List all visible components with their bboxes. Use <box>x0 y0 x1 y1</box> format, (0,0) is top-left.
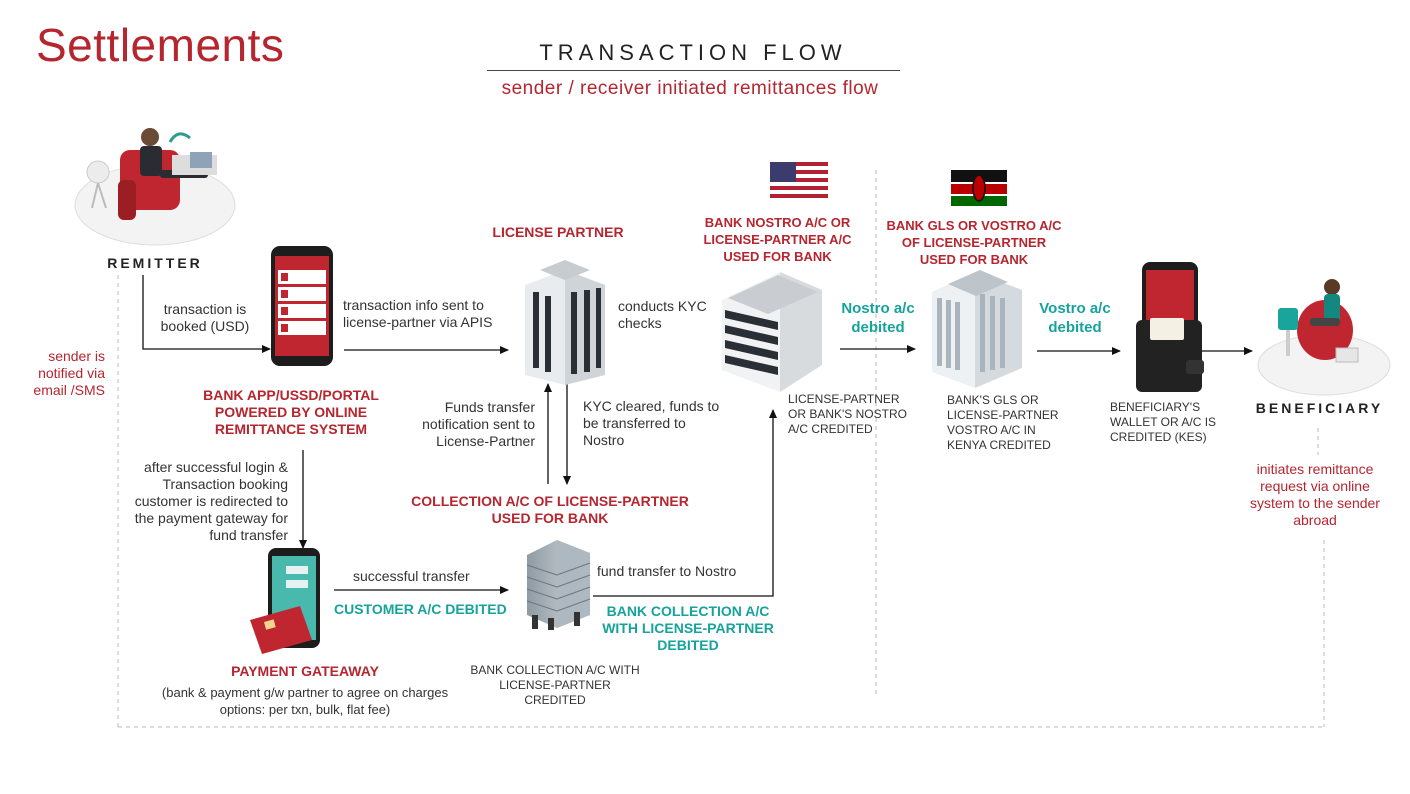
transaction-booked-label: transaction is booked (USD) <box>160 301 250 334</box>
arrow-remitter-to-app <box>142 275 271 353</box>
fund-transfer-nostro-label: fund transfer to Nostro <box>597 563 737 579</box>
person-in-armchair-icon <box>74 128 236 246</box>
bank-gls-label: BANK GLS OR VOSTRO A/C OF LICENSE-PARTNE… <box>886 218 1062 267</box>
wallet-phone-icon <box>1136 262 1204 392</box>
page-title: Settlements <box>36 19 285 71</box>
payment-gateway-note: (bank & payment g/w partner to agree on … <box>161 685 449 717</box>
title-divider <box>487 70 900 71</box>
us-flag-icon <box>770 162 828 202</box>
dashed-frame <box>117 170 1325 728</box>
successful-transfer-label: successful transfer <box>353 568 470 584</box>
info-sent-label: transaction info sent to license-partner… <box>343 297 493 330</box>
vostro-credited-label: BANK'S GLS OR LICENSE-PARTNER VOSTRO A/C… <box>947 393 1059 452</box>
arrow-collection-to-nostro <box>593 409 777 597</box>
initiates-remittance-label: initiates remittance request via online … <box>1250 461 1380 528</box>
remitter-label: REMITTER <box>107 255 203 271</box>
office-building-icon <box>525 260 605 385</box>
person-on-beanbag-icon <box>1257 279 1391 396</box>
beneficiary-label: BENEFICIARY <box>1255 400 1384 416</box>
payment-gateway-label: PAYMENT GATEAWAY <box>231 663 379 679</box>
collection-ac-label: COLLECTION A/C OF LICENSE-PARTNER USED F… <box>411 493 689 526</box>
bank-building-icon <box>722 272 822 392</box>
vostro-debited-label: Vostro a/c debited <box>1039 300 1111 336</box>
glass-tower-icon <box>526 540 591 630</box>
flow-title: TRANSACTION FLOW <box>539 40 847 65</box>
kyc-checks-label: conducts KYC checks <box>618 298 707 331</box>
bank-nostro-label: BANK NOSTRO A/C OR LICENSE-PARTNER A/C U… <box>703 215 852 264</box>
bank-collection-credited-label: BANK COLLECTION A/C WITH LICENSE-PARTNER… <box>470 663 640 707</box>
license-partner-label: LICENSE PARTNER <box>492 224 624 240</box>
funds-notification-label: Funds transfer notification sent to Lice… <box>422 399 535 449</box>
kenya-flag-icon <box>951 170 1007 206</box>
wallet-credited-label: BENEFICIARY'S WALLET OR A/C IS CREDITED … <box>1110 400 1217 444</box>
phone-with-card-icon <box>250 548 320 654</box>
customer-debited-label: CUSTOMER A/C DEBITED <box>334 601 507 617</box>
mobile-banking-app-icon <box>271 246 333 366</box>
nostro-debited-label: Nostro a/c debited <box>841 300 915 336</box>
bank-building-vostro-icon <box>932 270 1022 388</box>
sender-notified-label: sender is notified via email /SMS <box>33 348 105 398</box>
redirect-note-label: after successful login & Transaction boo… <box>134 459 288 543</box>
bank-collection-debited-label: BANK COLLECTION A/C WITH LICENSE-PARTNER… <box>602 603 774 653</box>
flow-subtitle: sender / receiver initiated remittances … <box>501 78 879 99</box>
kyc-cleared-label: KYC cleared, funds to be transferred to … <box>583 398 720 448</box>
bank-app-label: BANK APP/USSD/PORTAL POWERED BY ONLINE R… <box>203 387 379 437</box>
nostro-credited-label: LICENSE-PARTNER OR BANK'S NOSTRO A/C CRE… <box>788 392 907 436</box>
